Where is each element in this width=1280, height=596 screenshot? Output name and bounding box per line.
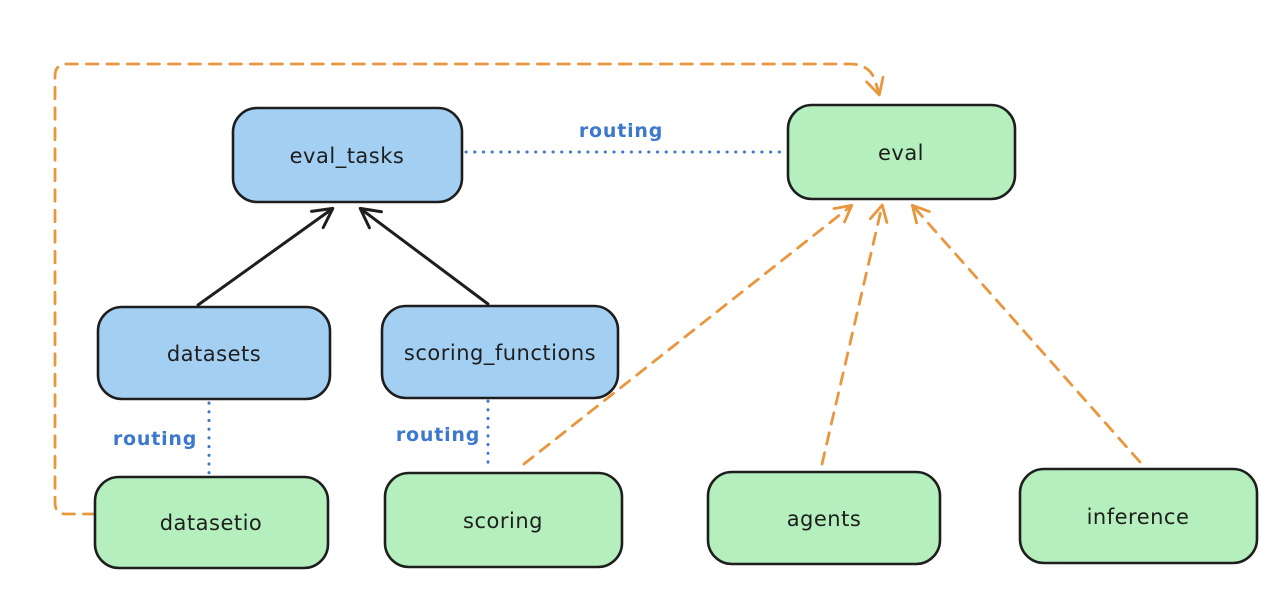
node-inference-box (1018, 467, 1259, 565)
edge-scoring-functions-to-eval-tasks (358, 206, 490, 306)
node-eval-label: eval (878, 141, 924, 165)
edge-scoring-to-eval (522, 203, 854, 466)
node-eval: eval (786, 103, 1017, 201)
node-eval-tasks: eval_tasks (231, 106, 464, 204)
node-agents: agents (706, 470, 942, 566)
node-scoring-functions: scoring_functions (380, 304, 620, 400)
node-datasetio-box (93, 475, 330, 570)
edge-agents-to-eval (820, 203, 889, 466)
node-eval-tasks-label: eval_tasks (290, 144, 405, 169)
node-scoring-label: scoring (463, 509, 543, 533)
node-scoring-functions-label: scoring_functions (404, 341, 596, 366)
edge-datasetio-to-eval (53, 62, 885, 516)
node-eval-box (786, 103, 1017, 201)
node-scoring: scoring (383, 471, 624, 569)
node-datasets: datasets (96, 305, 332, 401)
node-eval-tasks-box (231, 106, 464, 204)
node-datasets-label: datasets (167, 342, 261, 366)
node-scoring-functions-box (380, 304, 620, 400)
node-agents-label: agents (787, 507, 862, 531)
node-agents-box (706, 470, 942, 566)
node-scoring-box (383, 471, 624, 569)
node-inference-label: inference (1087, 505, 1190, 529)
node-datasetio-label: datasetio (160, 511, 263, 535)
edge-datasets-to-eval-tasks (196, 206, 335, 307)
edge-inference-to-eval (910, 203, 1142, 464)
node-inference: inference (1018, 467, 1259, 565)
edge-label-routing-top: routing (579, 120, 663, 142)
edge-label-routing-middle: routing (396, 424, 480, 446)
node-datasetio: datasetio (93, 475, 330, 570)
node-datasets-box (96, 305, 332, 401)
edge-label-routing-left: routing (113, 428, 197, 450)
